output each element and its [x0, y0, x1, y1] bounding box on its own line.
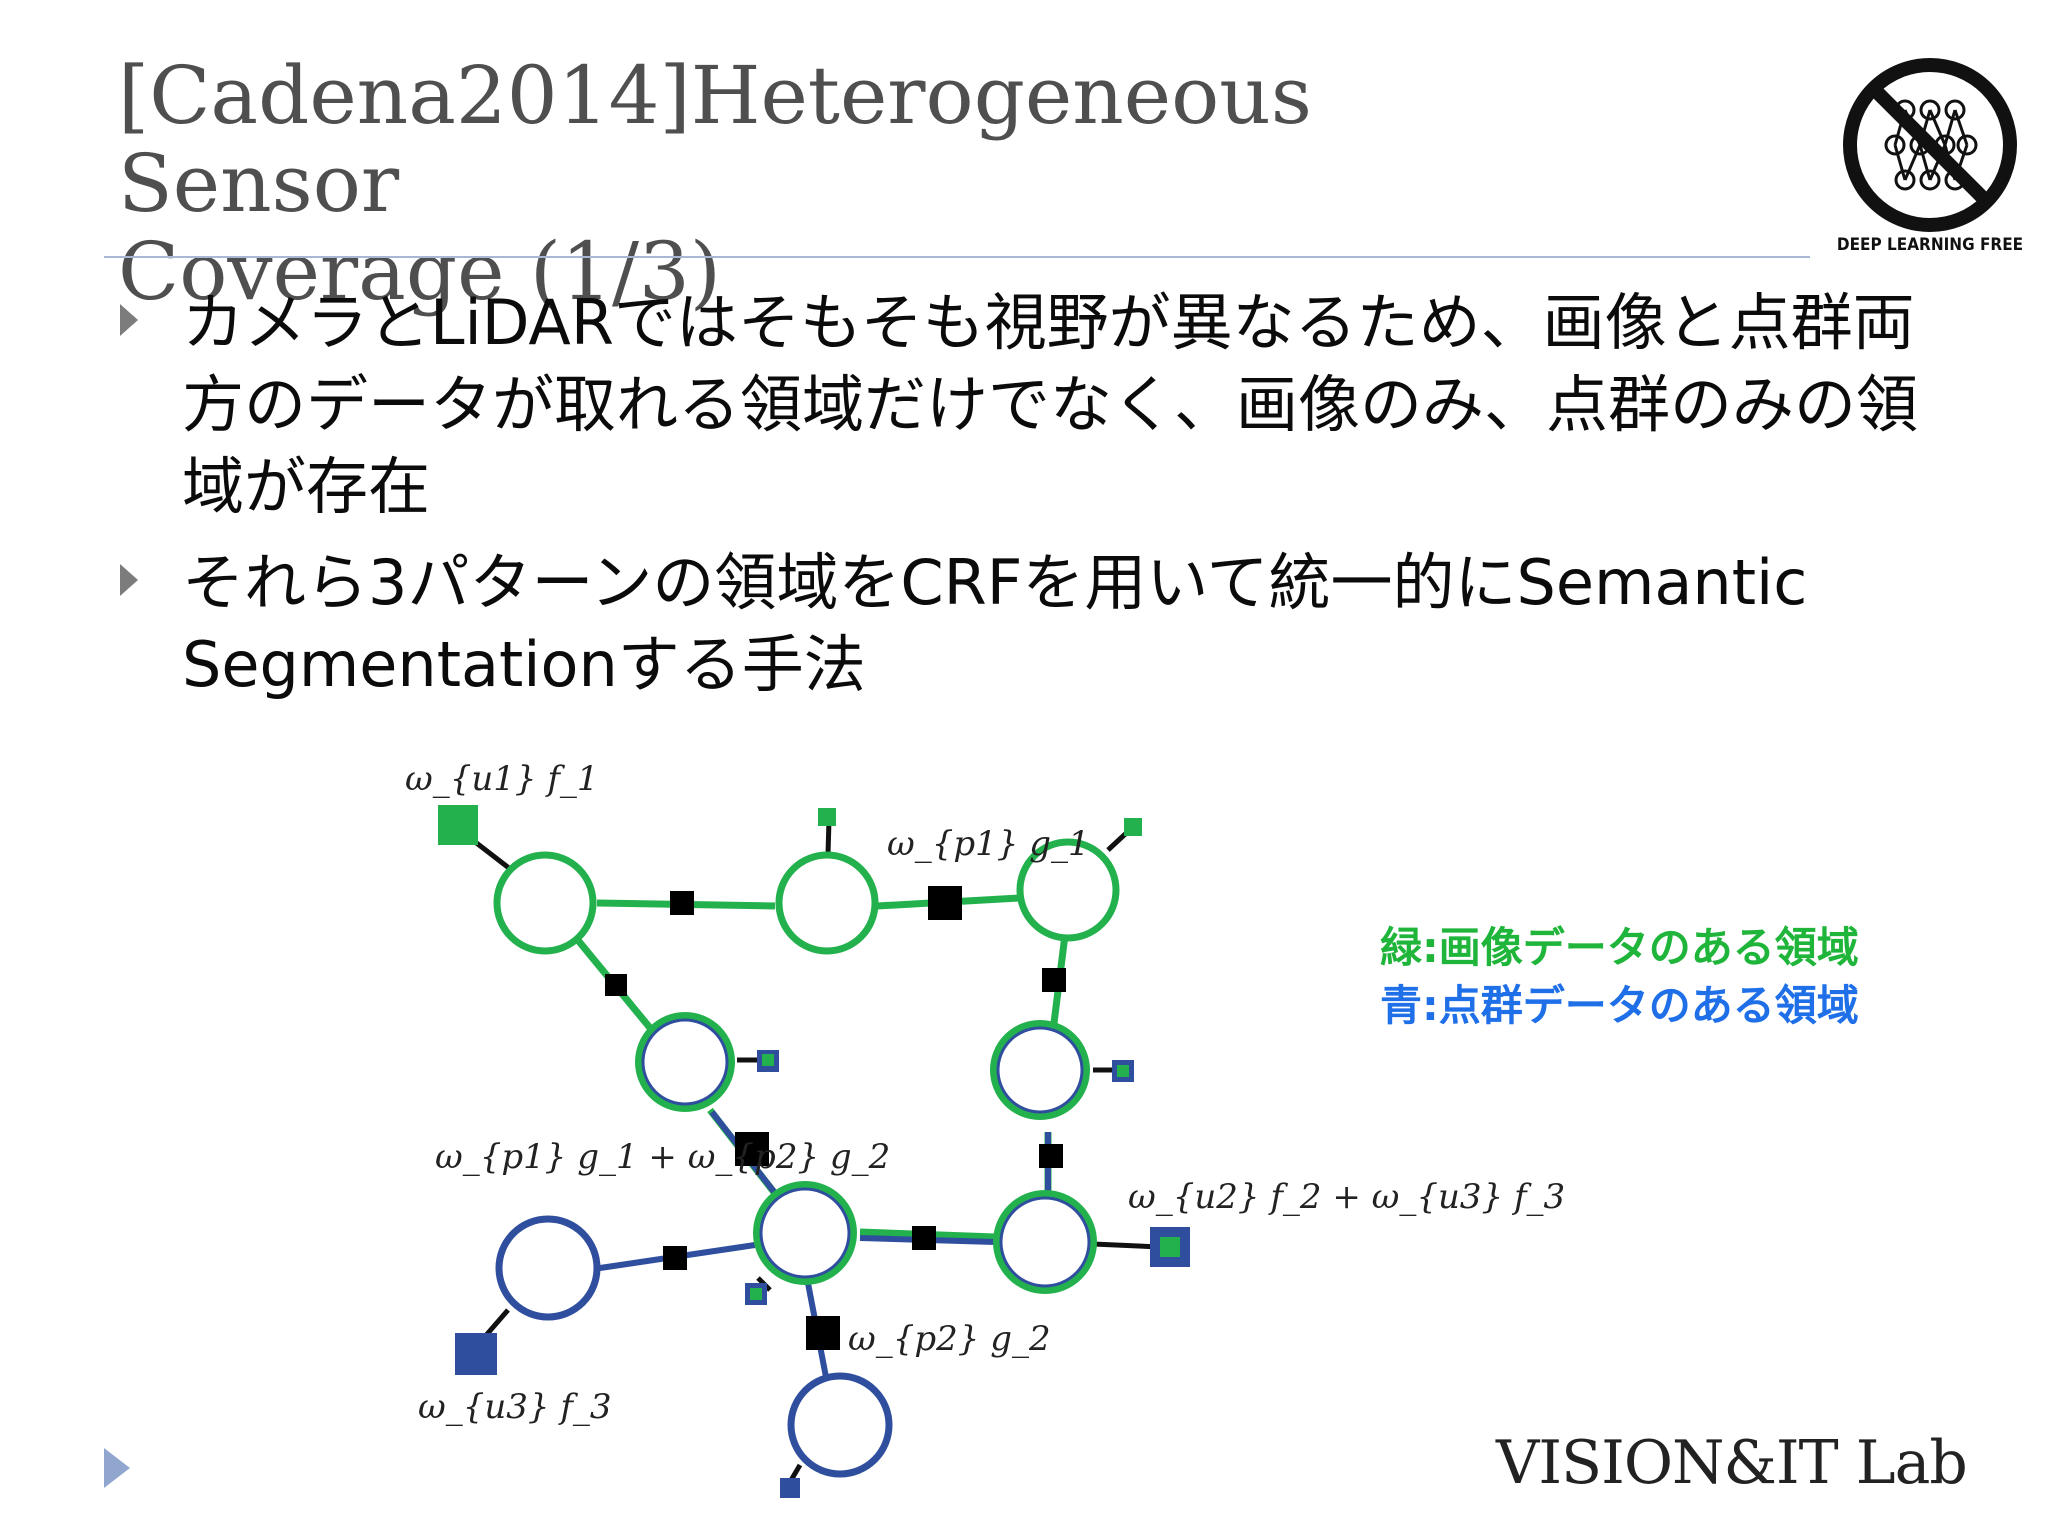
unary-factors — [438, 805, 1190, 1498]
blue-nodes — [495, 1215, 893, 1478]
pairwise-factors — [605, 886, 1066, 1350]
deep-learning-free-logo: DEEP LEARNING FREE — [1837, 58, 2023, 255]
legend-green-region: 緑:画像データのある領域 — [1380, 923, 1859, 972]
node-m1 — [635, 1012, 735, 1112]
mixed-nodes — [635, 1012, 1097, 1294]
node-g2 — [775, 851, 879, 955]
label-wu2f2-plus-wu3f3: ω_{u2} f_2 + ω_{u3} f_3 — [1128, 1177, 1565, 1217]
logo-ring — [1843, 58, 2017, 232]
label-wu1-f1: ω_{u1} f_1 — [405, 759, 599, 799]
footer-arrow-icon — [104, 1448, 130, 1488]
slide-title: [Cadena2014]Heterogeneous Sensor Coverag… — [118, 52, 1618, 316]
node-m2 — [990, 1020, 1090, 1120]
node-m4 — [993, 1190, 1097, 1294]
node-m3 — [753, 1181, 857, 1285]
bullet-arrow-icon — [120, 564, 138, 596]
logo-text: DEEP LEARNING FREE — [1837, 235, 2023, 255]
green-nodes — [493, 838, 1120, 955]
label-wp2-g2: ω_{p2} g_2 — [848, 1319, 1051, 1359]
label-wp1-g1: ω_{p1} g_1 — [887, 824, 1090, 864]
node-g3 — [1016, 838, 1120, 942]
legend-blue-region: 青:点群データのある領域 — [1380, 981, 1859, 1030]
node-g1 — [493, 851, 597, 955]
bullet-arrow-icon — [120, 304, 138, 336]
lab-logo-text: VISION&IT Lab — [1496, 1428, 1968, 1498]
title-divider — [104, 256, 1810, 258]
title-line-1: [Cadena2014]Heterogeneous Sensor — [118, 49, 1312, 230]
logo-slash — [1868, 83, 1992, 207]
node-b2 — [787, 1372, 893, 1478]
bullet-text-2: それら3パターンの領域をCRFを用いて統一的にSemantic Segmenta… — [182, 546, 1808, 701]
node-b1 — [495, 1215, 601, 1321]
label-wp1g1-plus-wp2g2: ω_{p1} g_1 + ω_{p2} g_2 — [435, 1137, 890, 1177]
title-line-2: Coverage (1/3) — [118, 225, 722, 318]
label-wu3-f3: ω_{u3} f_3 — [418, 1387, 612, 1427]
bullet-text-1: カメラとLiDARではそもそも視野が異なるため、画像と点群両方のデータが取れる領… — [182, 286, 1919, 523]
